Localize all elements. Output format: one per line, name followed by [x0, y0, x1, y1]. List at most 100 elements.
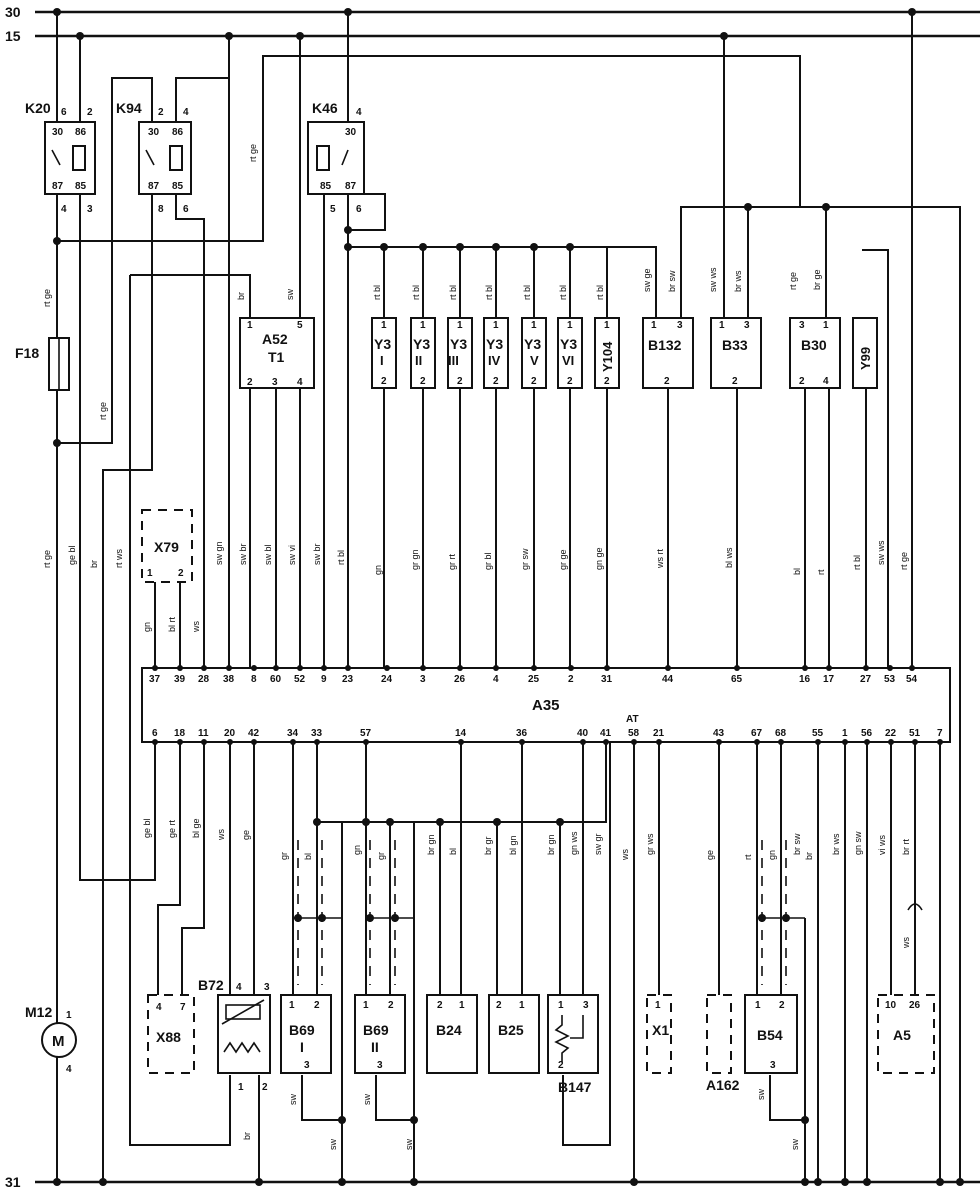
a5-pin-10: 10: [885, 1000, 897, 1011]
k20-label: K20: [25, 100, 51, 116]
wire-color-label: bl ws: [724, 547, 734, 568]
b54-pin-2: 2: [779, 1000, 785, 1011]
wire-color-label: gr: [279, 852, 289, 860]
k94-pin-4: 4: [183, 107, 189, 118]
junction-dot: [801, 1116, 809, 1124]
pin-terminal: [420, 665, 426, 671]
a35-top-pin: 27: [860, 674, 872, 685]
pin-terminal: [457, 665, 463, 671]
b33-pin-2: 2: [732, 376, 738, 387]
k20-box: [44, 121, 96, 195]
injector-box: [521, 317, 547, 389]
wire-color-label: br ge: [812, 269, 822, 290]
b24-box: [426, 994, 478, 1074]
wire: [375, 822, 415, 1121]
wire-color-label: br sw: [667, 270, 677, 292]
b69i-sub: I: [300, 1039, 304, 1055]
a35-bottom-pin: 7: [937, 728, 943, 739]
wire-color-label: gr ge: [558, 549, 568, 570]
wire: [348, 193, 386, 231]
pin-terminal: [887, 665, 893, 671]
x88-label: X88: [156, 1029, 181, 1045]
injector-box: [410, 317, 436, 389]
k94-pin-8: 8: [158, 204, 164, 215]
injector-sub: II: [415, 353, 422, 368]
k20-coil: [72, 145, 86, 171]
m12-pin-1: 1: [66, 1010, 72, 1021]
a35-bottom-pin: 20: [224, 728, 236, 739]
wire-color-label: rt bl: [558, 285, 568, 300]
wire: [175, 194, 205, 668]
junction-dot: [419, 243, 427, 251]
wire-color-label: ws: [216, 829, 226, 841]
wire-color-label: rt bl: [595, 285, 605, 300]
junction-dot: [53, 8, 61, 16]
wire: [862, 249, 889, 668]
pin-terminal: [201, 665, 207, 671]
injector-pin-2: 2: [604, 376, 610, 387]
sensor-b132: B132 1 3 2: [642, 317, 694, 389]
wire-color-label: sw gr: [593, 833, 603, 855]
junction-dot: [530, 243, 538, 251]
m12-letter: M: [52, 1033, 65, 1050]
wire-color-label: br ws: [733, 270, 743, 292]
junction-dot: [294, 914, 302, 922]
k94-pin-2: 2: [158, 107, 164, 118]
a5-box: [877, 994, 935, 1074]
k20-pin-87: 87: [52, 181, 64, 192]
a35-bottom-pin: 41: [600, 728, 612, 739]
b24-pin-2: 2: [437, 1000, 443, 1011]
k46-switch: [341, 149, 349, 166]
wire-color-label: gn ws: [569, 831, 579, 855]
wire-color-label: ge rt: [167, 819, 177, 838]
a35-top-pin: 9: [321, 674, 327, 685]
a35-bottom-pin: 36: [516, 728, 528, 739]
wire-color-label: gn ge: [594, 547, 604, 570]
k94-coil: [169, 145, 183, 171]
m12-label: M12: [25, 1004, 52, 1020]
injector-label: Y3: [413, 336, 430, 352]
b69ii-box: [354, 994, 406, 1074]
junction-dot: [456, 243, 464, 251]
wire-color-label: ge: [705, 850, 715, 860]
injector-pin-2: 2: [567, 376, 573, 387]
a35-top-pin: 44: [662, 674, 674, 685]
a35-top-pin: 17: [823, 674, 835, 685]
wire: [157, 742, 181, 995]
a35-box: [141, 667, 951, 743]
junction-dot: [956, 1178, 964, 1186]
wire-color-label: gr gn: [410, 549, 420, 570]
wire-color-label: vi ws: [877, 835, 887, 855]
wire-color-label: rt bl: [372, 285, 382, 300]
b33-pin-3: 3: [744, 320, 750, 331]
b69i-box: [280, 994, 332, 1074]
junction-dot: [53, 237, 61, 245]
a35-top-pin: 60: [270, 674, 282, 685]
wire-color-label: br: [89, 560, 99, 568]
b69ii-label: B69: [363, 1022, 389, 1038]
injector-box: [447, 317, 473, 389]
junction-dot: [410, 1178, 418, 1186]
injector-box: [371, 317, 397, 389]
a35-bottom-pin: 33: [311, 728, 323, 739]
b69i-pin-3: 3: [304, 1060, 310, 1071]
shields: [293, 840, 923, 985]
k46-pin-6: 6: [356, 204, 362, 215]
a52-box: [239, 317, 315, 389]
injector-pin-1: 1: [493, 320, 499, 331]
y99-label: Y99: [858, 347, 873, 370]
k94-pin-30: 30: [148, 127, 160, 138]
wires-lower: [154, 388, 941, 1182]
a35-bottom-pin: 1: [842, 728, 848, 739]
junction-dot: [344, 226, 352, 234]
wire-color-label: br ws: [831, 833, 841, 855]
junction-dot: [782, 914, 790, 922]
injector-label: Y3: [374, 336, 391, 352]
potentiometer-icon: [554, 1015, 570, 1062]
junction-dot: [936, 1178, 944, 1186]
k46-pin-87: 87: [345, 181, 357, 192]
pin-terminal: [345, 665, 351, 671]
pin-terminal: [226, 665, 232, 671]
wire-color-label: rt bl: [852, 555, 862, 570]
